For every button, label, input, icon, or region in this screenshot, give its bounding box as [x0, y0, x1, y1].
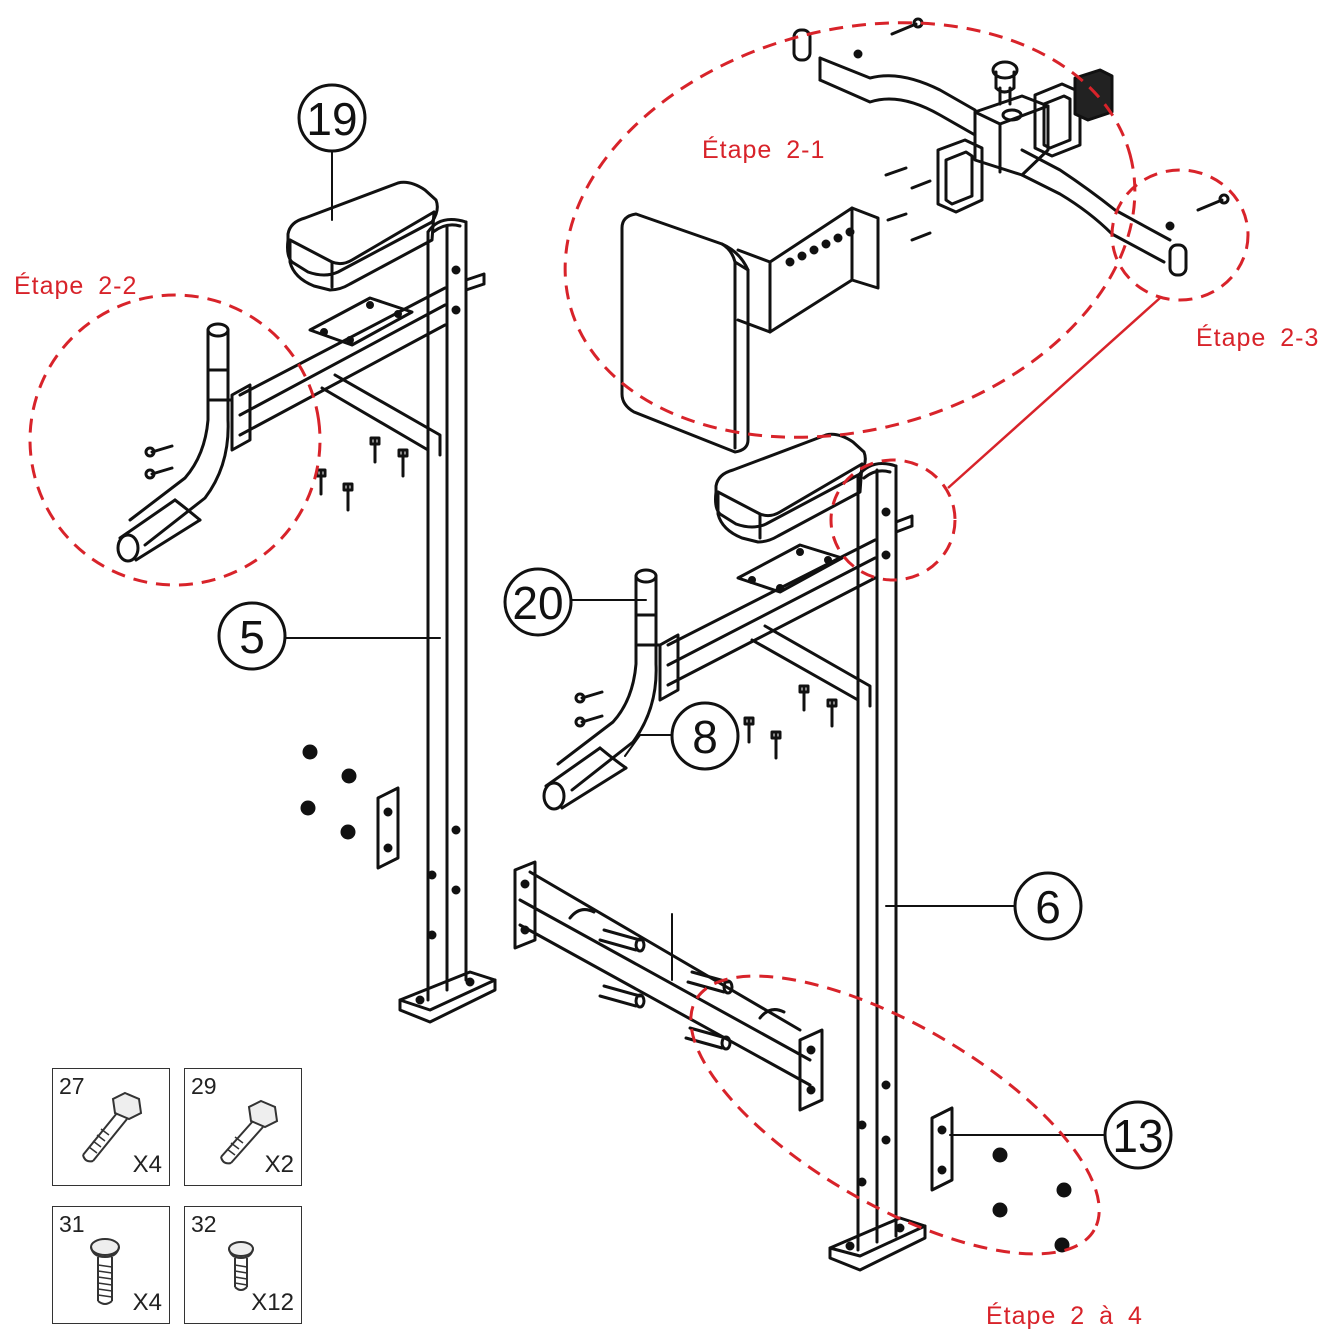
hardware-number: 31: [59, 1211, 85, 1237]
hardware-number: 32: [191, 1211, 217, 1237]
step-label-2-2: Étape 2-2: [14, 272, 138, 300]
step-2-4-circle: [689, 974, 1101, 1256]
svg-text:8: 8: [692, 711, 718, 763]
hardware-box-29: 29 X2: [184, 1068, 302, 1186]
hardware-quantity: X4: [132, 1289, 162, 1316]
step-label-2-4: Étape 2 à 4: [986, 1302, 1143, 1330]
svg-text:20: 20: [512, 577, 563, 629]
callout-8: 8: [670, 701, 740, 771]
step-2-3-connector: [947, 297, 1161, 489]
svg-text:19: 19: [306, 93, 357, 145]
hex-bolt-long-icon: [82, 1091, 143, 1163]
svg-text:13: 13: [1112, 1110, 1163, 1162]
callout-19: 19: [297, 83, 367, 153]
back-pad-assembly: [620, 17, 1230, 454]
hardware-number: 27: [59, 1073, 85, 1099]
step-2-3-circle: [1110, 168, 1250, 302]
button-head-screw-small-icon: [228, 1241, 254, 1291]
hardware-quantity: X4: [132, 1151, 162, 1178]
hardware-number: 29: [191, 1073, 217, 1099]
svg-text:5: 5: [239, 611, 265, 663]
hardware-quantity: X12: [251, 1289, 294, 1316]
step-label-2-1: Étape 2-1: [702, 136, 826, 164]
step-highlight-circles: [28, 21, 1250, 1256]
hardware-box-31: 31 X4: [52, 1206, 170, 1324]
hex-bolt-short-icon: [220, 1099, 279, 1165]
callout-6: 6: [1013, 871, 1083, 941]
step-2-1-circle: [563, 21, 1137, 439]
callout-13: 13: [1103, 1100, 1173, 1170]
step-2-3-target-circle: [829, 458, 957, 582]
hardware-box-32: 32 X12: [184, 1206, 302, 1324]
right-upright-frame: [513, 432, 1107, 1272]
left-upright-frame: [116, 180, 497, 1024]
hardware-box-27: 27 X4: [52, 1068, 170, 1186]
svg-text:6: 6: [1035, 881, 1061, 933]
part-callouts: 19 5 20 8 6 13: [217, 83, 1173, 1170]
step-2-2-circle: [28, 293, 322, 587]
hardware-quantity: X2: [264, 1151, 294, 1178]
step-label-2-3: Étape 2-3: [1196, 324, 1320, 352]
button-head-screw-icon: [90, 1238, 120, 1305]
callout-20: 20: [503, 567, 573, 637]
callout-5: 5: [217, 601, 287, 671]
